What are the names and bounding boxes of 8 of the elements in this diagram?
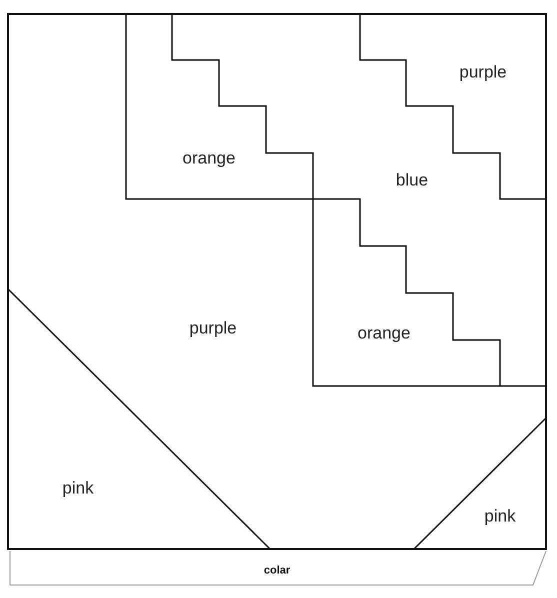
region-label: pink bbox=[484, 508, 516, 524]
region-label: pink bbox=[62, 480, 94, 496]
region-label: orange bbox=[182, 150, 236, 166]
collar-label: colar bbox=[264, 566, 290, 576]
region-label: purple bbox=[459, 64, 507, 80]
region-label: blue bbox=[396, 172, 428, 188]
region-label: orange bbox=[358, 324, 410, 342]
region-label: purple bbox=[189, 320, 237, 336]
